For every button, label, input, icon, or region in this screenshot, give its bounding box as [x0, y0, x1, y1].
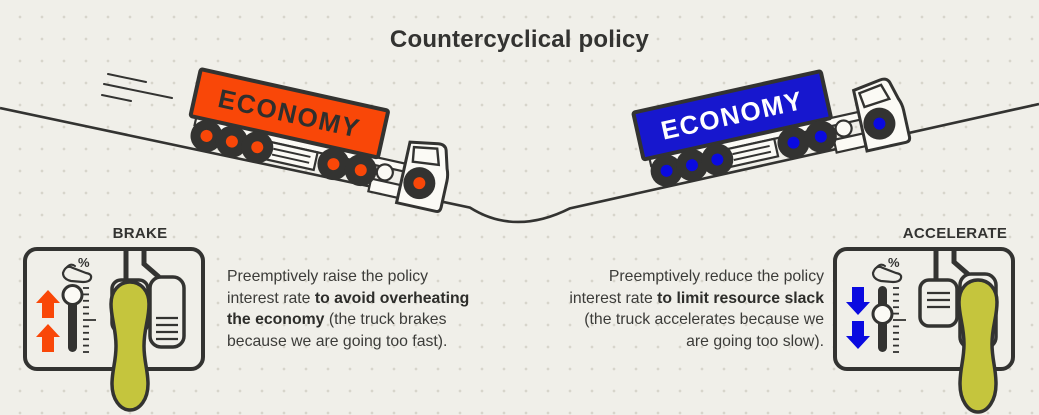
- interest-rate-slider: [61, 284, 96, 353]
- speed-lines-icon: [101, 73, 173, 102]
- down-arrows-icon: [846, 287, 870, 349]
- hand-percent-icon: %: [871, 255, 903, 284]
- road-curve: [0, 102, 1039, 224]
- trailer-blue: [631, 69, 833, 162]
- brake-panel: %: [23, 247, 205, 412]
- cab-window: [411, 145, 441, 167]
- hand-percent-icon: %: [61, 255, 93, 284]
- pedal-arm: [141, 249, 161, 279]
- trailer-orange: [188, 67, 390, 160]
- truck-downhill: ECONOMY: [188, 67, 450, 213]
- brake-description: Preemptively raise the policy interest r…: [227, 268, 470, 350]
- page-title: Countercyclical policy: [389, 26, 650, 53]
- pedal-arm: [951, 249, 971, 277]
- brake-pedal-icon: [918, 278, 959, 328]
- accelerate-panel-title: ACCELERATE: [902, 225, 1008, 242]
- accelerator-pedal-icon: [148, 275, 186, 349]
- percent-symbol: %: [888, 255, 900, 270]
- percent-symbol: %: [78, 255, 90, 270]
- accelerate-panel: %: [833, 247, 1015, 414]
- interest-rate-slider: [871, 286, 906, 353]
- up-arrows-icon: [36, 290, 60, 352]
- truck-wheels: [190, 119, 436, 200]
- slider-knob: [871, 303, 894, 325]
- chassis-box: [263, 140, 319, 172]
- brake-panel-title: BRAKE: [112, 225, 168, 242]
- foot-icon: [109, 280, 151, 412]
- chassis-box: [724, 137, 780, 169]
- slider-knob: [61, 284, 84, 306]
- accelerate-description: Preemptively reduce the policy interest …: [569, 268, 824, 350]
- cab-window: [857, 83, 892, 109]
- foot-icon: [957, 278, 999, 414]
- truck-uphill: ECONOMY: [631, 69, 912, 187]
- truck-wheels: [650, 107, 896, 187]
